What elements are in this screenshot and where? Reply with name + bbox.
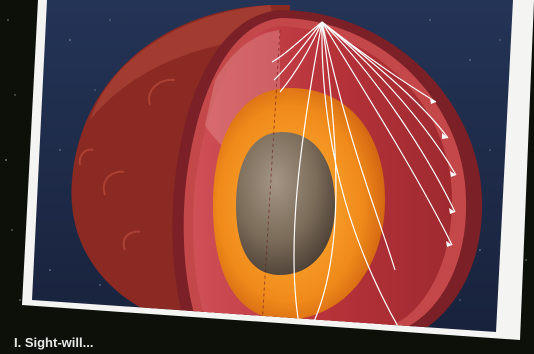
photo-caption: I. Sight-will...	[14, 336, 314, 350]
inner-core	[236, 132, 335, 275]
